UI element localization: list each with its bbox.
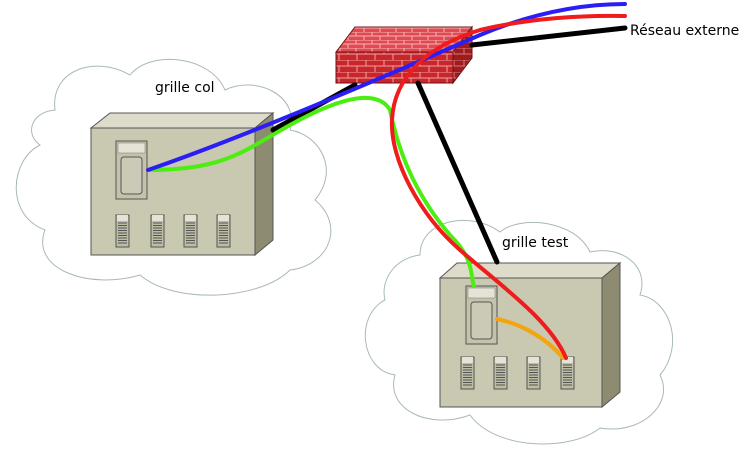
server-slot xyxy=(150,214,165,248)
server-slot xyxy=(493,356,508,390)
cable-orange xyxy=(495,317,565,360)
enclosure-right xyxy=(438,261,622,409)
firewall xyxy=(334,25,474,85)
server-slot xyxy=(216,214,231,248)
server-slot xyxy=(526,356,541,390)
cable-black-external xyxy=(469,25,628,48)
cable-black-right xyxy=(415,80,500,265)
server-slot xyxy=(115,214,130,248)
cable-green xyxy=(148,95,476,288)
cable-red xyxy=(389,13,627,360)
enclosure-left xyxy=(89,111,275,257)
server-slot xyxy=(560,356,575,390)
cable-blue xyxy=(146,2,627,172)
switch-module-left xyxy=(115,140,148,200)
external-network-label: Réseau externe xyxy=(630,23,739,39)
cluster-left-label: grille col xyxy=(155,80,215,96)
cluster-right-label: grille test xyxy=(502,235,569,251)
switch-module-right xyxy=(465,285,498,345)
server-slot xyxy=(183,214,198,248)
server-slot xyxy=(460,356,475,390)
cables xyxy=(146,2,628,360)
